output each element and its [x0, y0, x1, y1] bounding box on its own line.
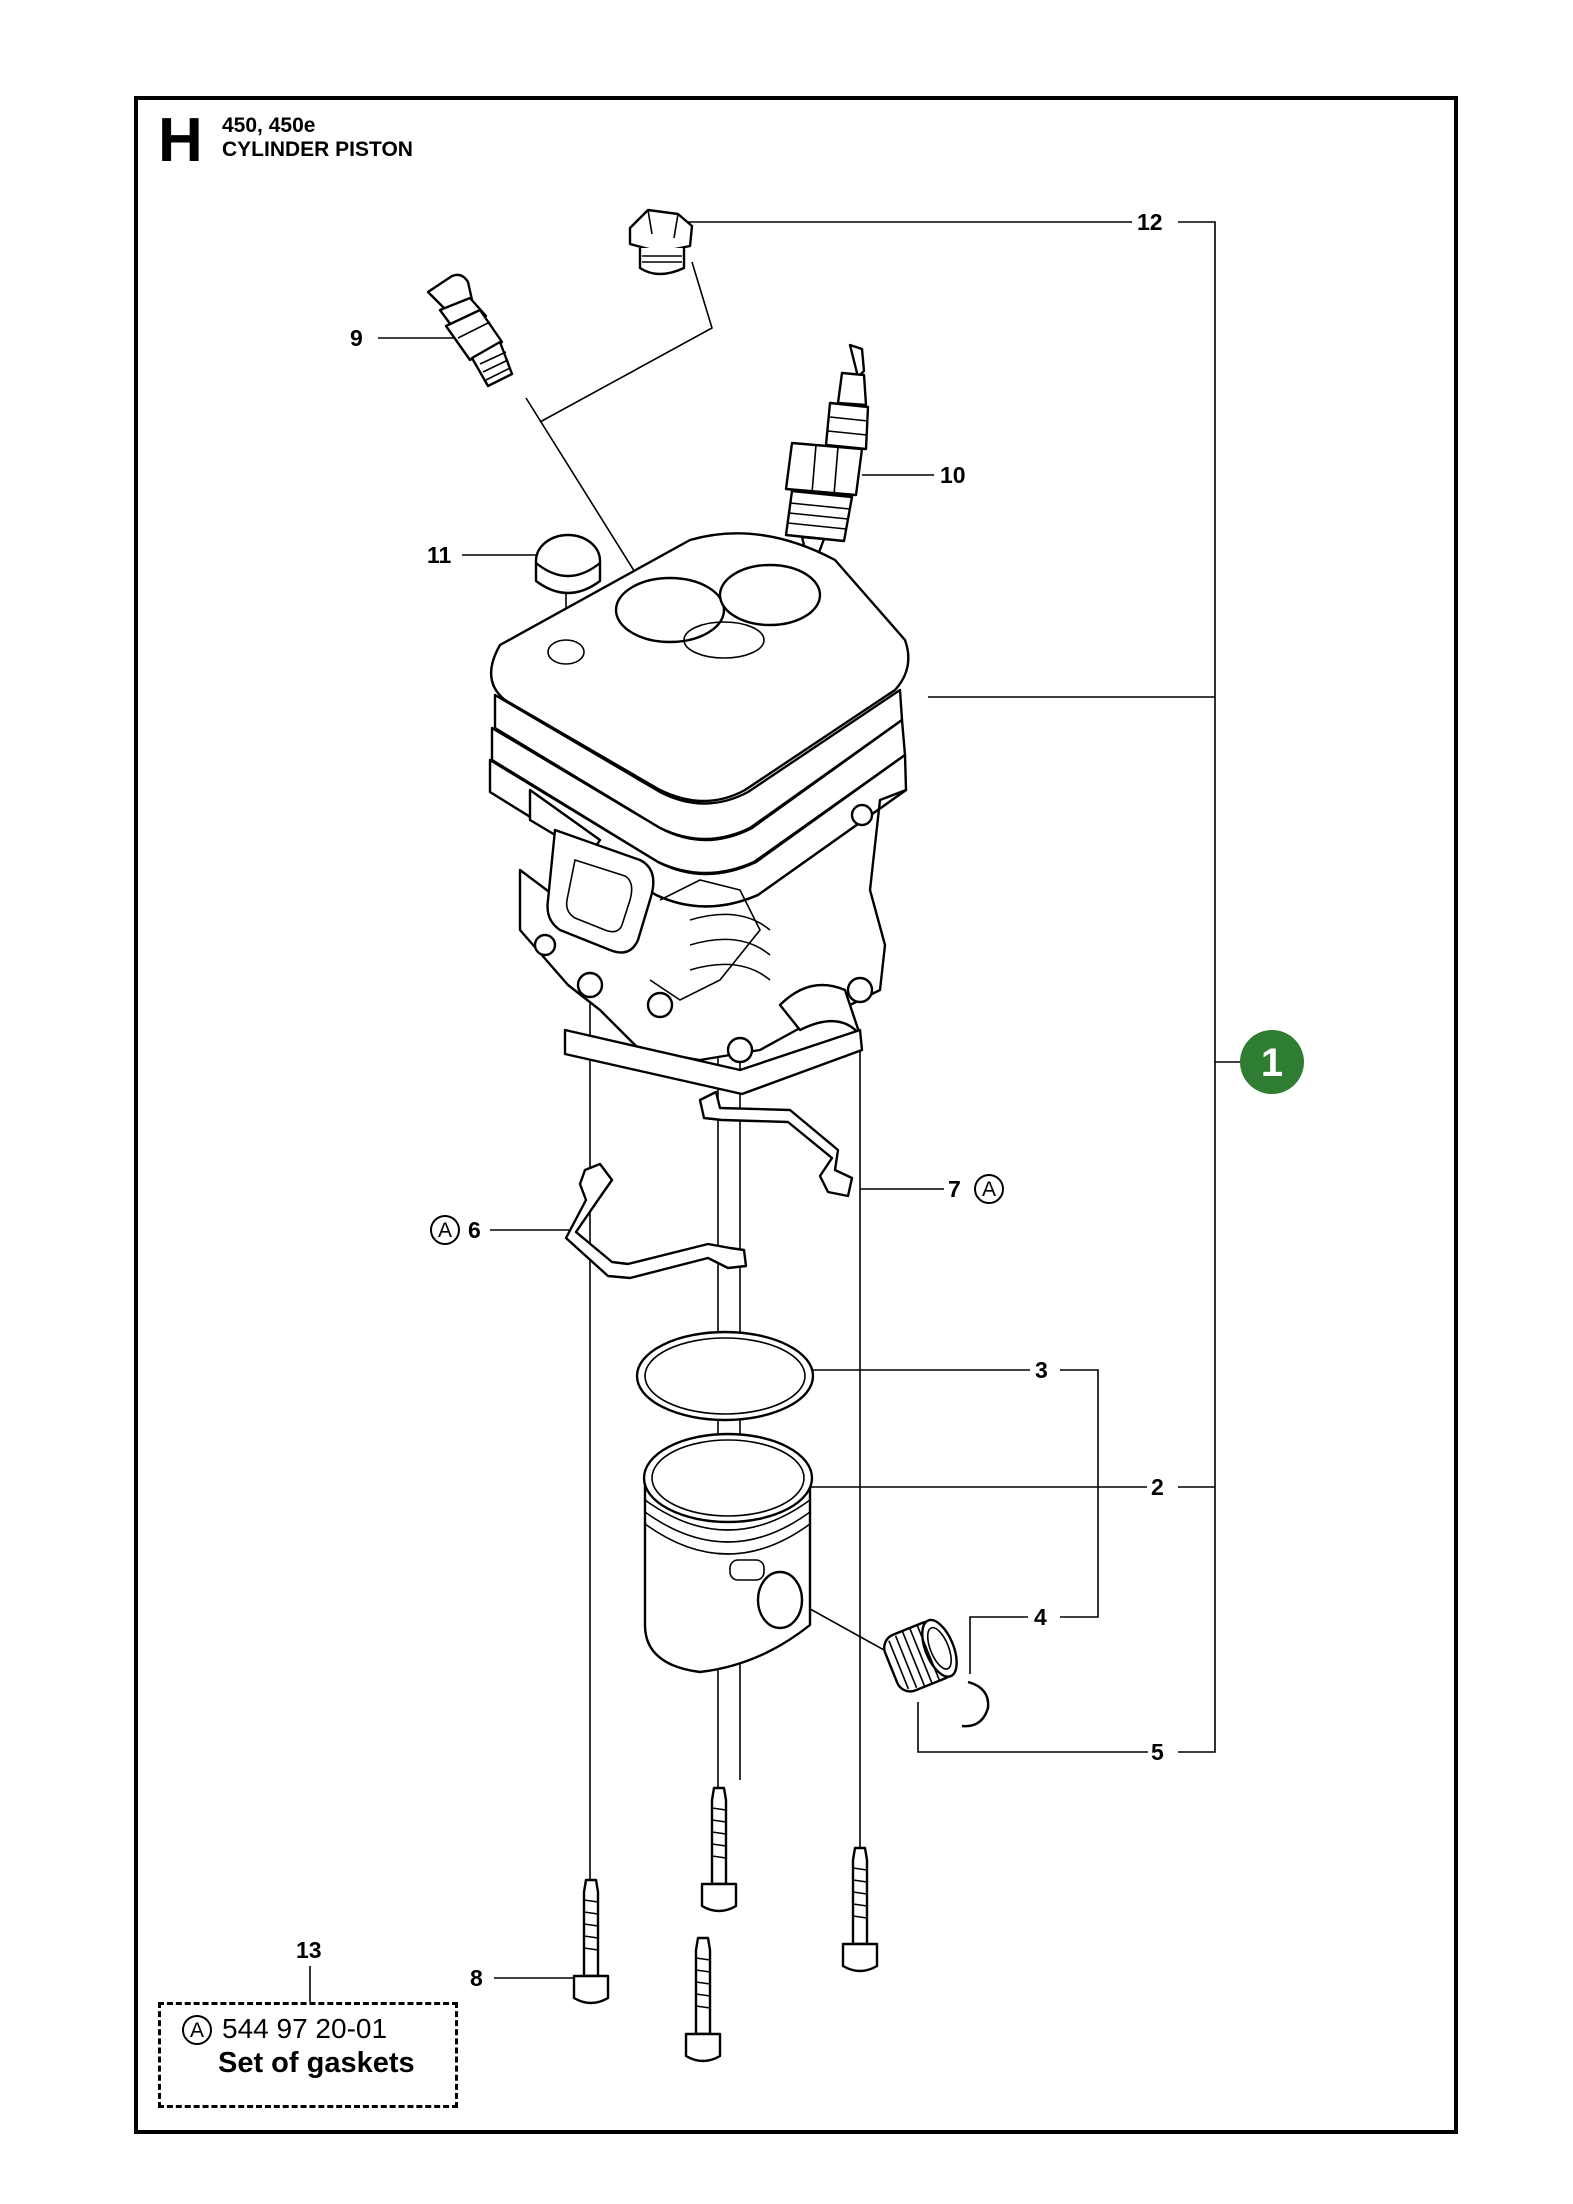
- needle-bearing-part: [883, 1618, 958, 1693]
- kit-marker-7: A: [974, 1174, 1004, 1204]
- callout-4: 4: [1034, 1604, 1047, 1630]
- badge-circle: [1240, 1030, 1304, 1094]
- section-letter: H: [158, 106, 203, 175]
- spark-plug-part: [784, 343, 870, 557]
- cylinder-screw-part-4: [841, 1846, 879, 1973]
- section-title: CYLINDER PISTON: [222, 138, 413, 161]
- callout-6: 6: [468, 1217, 481, 1243]
- cap-part: [534, 533, 602, 595]
- callout-12: 12: [1137, 209, 1163, 235]
- piston-ring-part: [635, 1330, 815, 1422]
- cylinder-part: [488, 532, 910, 1096]
- gasket-set-marker: A: [182, 2015, 212, 2045]
- cylinder-screw-part-2: [700, 1786, 738, 1913]
- callout-13: 13: [296, 1937, 322, 1963]
- callout-8: 8: [470, 1965, 483, 1991]
- circlip-part: [961, 1680, 990, 1728]
- gasket-7-part: [698, 1090, 854, 1198]
- gasket-set-description: Set of gaskets: [218, 2047, 415, 2079]
- callout-1: 1: [1261, 1041, 1283, 1085]
- callout-3: 3: [1035, 1357, 1048, 1383]
- callout-9: 9: [350, 325, 363, 351]
- gasket-set-code: 544 97 20-01: [222, 2013, 388, 2044]
- piston-part: [642, 1432, 814, 1674]
- kit-marker-6: A: [430, 1215, 460, 1245]
- cylinder-screw-part-left: [572, 1878, 610, 2005]
- callout-10: 10: [940, 462, 966, 488]
- callout-5: 5: [1151, 1739, 1164, 1765]
- gasket-6-part: [564, 1162, 748, 1280]
- callout-7: 7: [948, 1176, 961, 1202]
- cylinder-screw-part-3: [684, 1936, 722, 2063]
- plug-screw-part: [628, 208, 694, 276]
- diagram-frame: [134, 96, 1458, 2134]
- callout-2: 2: [1151, 1474, 1164, 1500]
- decompression-valve-part: [426, 273, 514, 388]
- callout-11: 11: [427, 542, 452, 568]
- model-list: 450, 450e: [222, 114, 316, 137]
- gasket-set-box: [158, 2002, 458, 2108]
- assembly-badge-1: 1: [1240, 1030, 1304, 1094]
